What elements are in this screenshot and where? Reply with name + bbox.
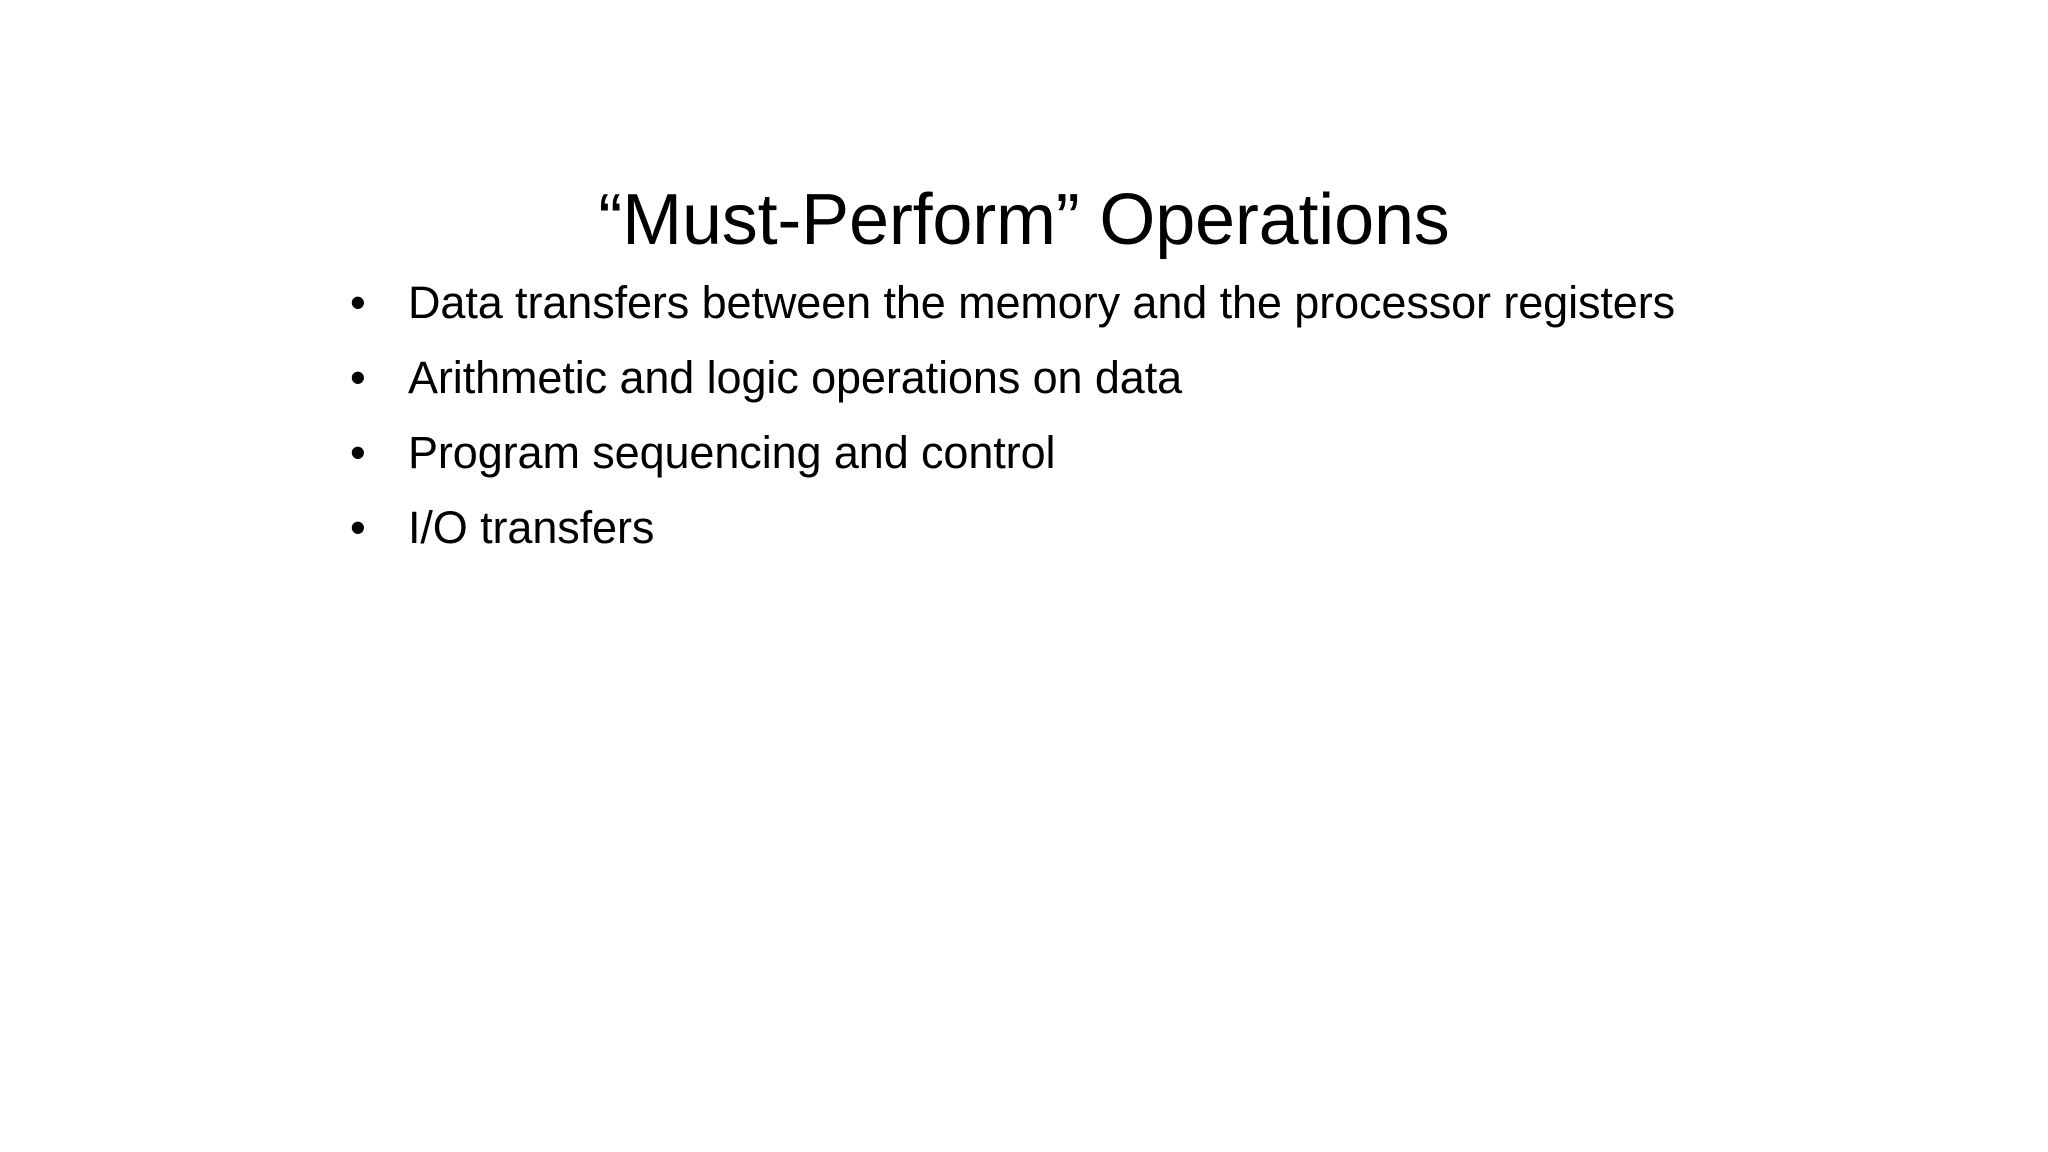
list-item-label: Data transfers between the memory and th…: [408, 277, 1675, 328]
bullet-point-icon: •: [350, 502, 366, 554]
bullet-list: • Data transfers between the memory and …: [340, 272, 1710, 559]
list-item: • Data transfers between the memory and …: [340, 272, 1710, 334]
list-item-label: I/O transfers: [408, 502, 655, 554]
list-item: • Arithmetic and logic operations on dat…: [340, 347, 1710, 409]
bullet-point-icon: •: [350, 427, 366, 479]
list-item: • I/O transfers: [340, 497, 1710, 559]
bullet-point-icon: •: [350, 352, 366, 404]
page-title: “Must-Perform” Operations: [598, 180, 1450, 261]
list-item-label: Arithmetic and logic operations on data: [408, 352, 1183, 404]
list-item-label: Program sequencing and control: [408, 427, 1056, 479]
bullet-point-icon: •: [350, 277, 366, 328]
list-item: • Program sequencing and control: [340, 422, 1710, 484]
